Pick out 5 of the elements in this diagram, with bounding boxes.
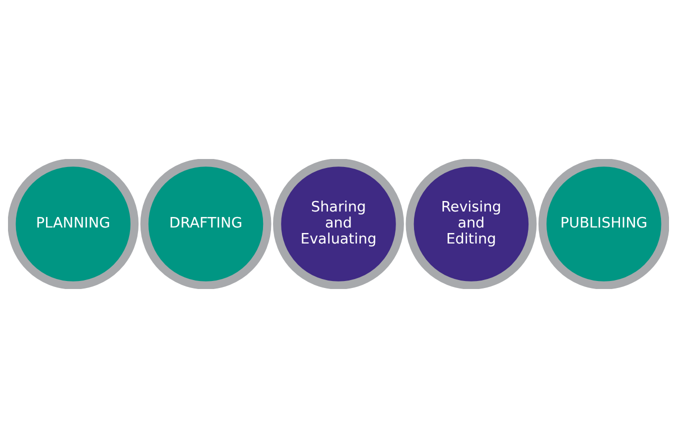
node-circle: PLANNING xyxy=(8,158,139,288)
node-circle: Revising and Editing xyxy=(406,158,537,288)
node-circle: Sharing and Evaluating xyxy=(273,158,404,288)
node-circle: PUBLISHING xyxy=(538,158,669,288)
node-circle: DRAFTING xyxy=(140,158,272,288)
